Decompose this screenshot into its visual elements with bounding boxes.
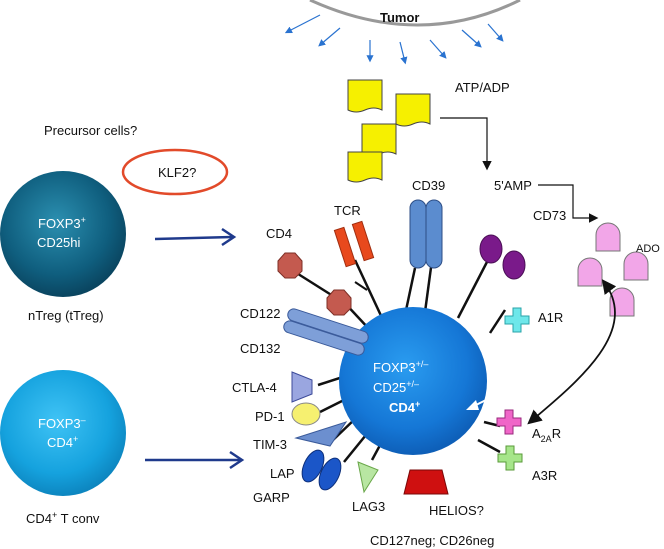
- amp-to-ado-arrow: [538, 184, 599, 223]
- purple-receptor: [479, 234, 526, 280]
- svg-text:CD4+: CD4+: [47, 434, 78, 450]
- tumor-label: Tumor: [380, 10, 419, 25]
- lag3-receptor: [357, 461, 379, 494]
- atp-adp-label: ATP/ADP: [455, 80, 510, 95]
- cd122-label: CD122: [240, 306, 280, 321]
- svg-text:CD25+/–: CD25+/–: [373, 379, 419, 395]
- a2ar-receptor: [496, 409, 522, 435]
- precursor-label: Precursor cells?: [44, 123, 137, 138]
- klf2-oval: [121, 148, 229, 196]
- pd1-label: PD-1: [255, 409, 285, 424]
- cd132-label: CD132: [240, 341, 280, 356]
- tcr-label: TCR: [334, 203, 361, 218]
- cd73-label: CD73: [533, 208, 566, 223]
- svg-text:FOXP3–: FOXP3–: [38, 415, 86, 431]
- svg-text:FOXP3+/–: FOXP3+/–: [373, 359, 428, 375]
- tconv-cell: FOXP3– CD4+: [0, 370, 126, 496]
- garp-label: GARP: [253, 490, 290, 505]
- ado-label: ADO: [636, 243, 660, 255]
- tumor-release-arrows: [284, 14, 504, 65]
- central-treg-cell: FOXP3+/– CD25+/– CD4+: [339, 307, 495, 455]
- lag3-label: LAG3: [352, 499, 385, 514]
- helios-marker: [403, 469, 449, 495]
- ntreg-cell: FOXP3+ CD25hi: [0, 171, 126, 297]
- tim3-label: TIM-3: [253, 437, 287, 452]
- svg-text:FOXP3+: FOXP3+: [38, 215, 86, 231]
- lap-garp-receptor: [301, 449, 342, 491]
- a3r-receptor: [497, 445, 523, 471]
- ntreg-arrow: [154, 235, 233, 241]
- tconv-caption: CD4+ T conv: [26, 510, 100, 526]
- klf2-label: KLF2?: [158, 165, 196, 180]
- cd122-cd132-receptor: [283, 308, 369, 356]
- atp-to-amp-arrow: [440, 117, 492, 171]
- a1r-receptor: [504, 307, 530, 333]
- tim3-receptor: [294, 421, 348, 447]
- ctla4-label: CTLA-4: [232, 380, 277, 395]
- ado-a2ar-arrow: [527, 279, 617, 425]
- cd4-receptor: [277, 252, 352, 316]
- helios-label: HELIOS?: [429, 503, 484, 518]
- pd1-receptor: [291, 402, 321, 426]
- a1r-label: A1R: [538, 310, 563, 325]
- svg-text:CD4+: CD4+: [389, 399, 420, 415]
- tumor-arc: [309, 0, 521, 27]
- a3r-label: A3R: [532, 468, 557, 483]
- cd4-label: CD4: [266, 226, 292, 241]
- cd39-receptor: [409, 199, 443, 269]
- a2ar-label: A2AR: [532, 426, 561, 444]
- ntreg-cd25: CD25hi: [37, 235, 80, 250]
- ntreg-caption: nTreg (tTreg): [28, 308, 104, 323]
- cd39-label: CD39: [412, 178, 445, 193]
- amp-label: 5'AMP: [494, 178, 532, 193]
- ctla4-receptor: [291, 371, 313, 403]
- lap-label: LAP: [270, 466, 295, 481]
- atp-adp-molecules: [347, 79, 431, 183]
- markers-footer: CD127neg; CD26neg: [370, 533, 494, 548]
- tcr-receptor: [333, 220, 375, 291]
- tumor: Tumor: [284, 0, 521, 65]
